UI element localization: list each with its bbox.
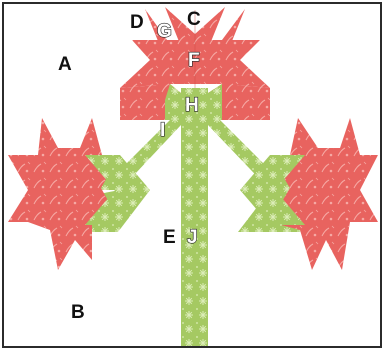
label-g: G [157, 21, 172, 42]
label-e: E [163, 227, 176, 248]
label-d: D [130, 12, 144, 33]
label-f: F [188, 50, 200, 71]
label-c: C [187, 9, 201, 30]
label-a: A [58, 54, 72, 75]
label-j: J [187, 227, 198, 248]
label-i: I [160, 120, 165, 141]
label-b: B [71, 302, 85, 323]
label-h: H [185, 95, 199, 116]
